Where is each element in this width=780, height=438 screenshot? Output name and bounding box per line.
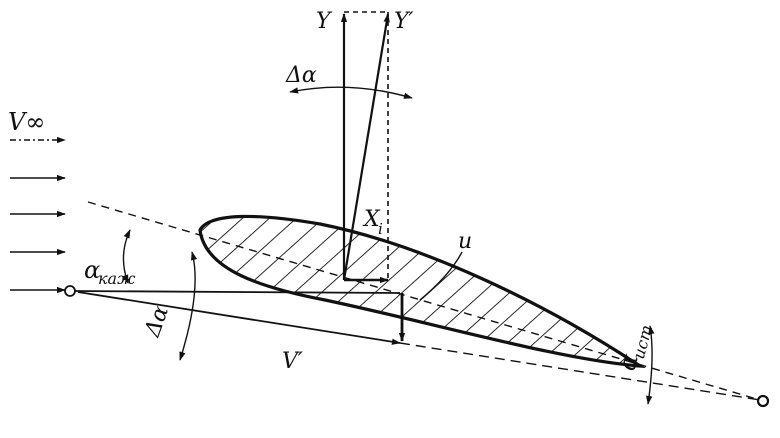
angle-arcs [122,86,655,405]
delta-alpha-left-arc [179,251,198,361]
freestream-label: V∞ [8,108,45,136]
alpha-apparent-subscript: каж [98,269,136,288]
horizontal-axis-line [71,290,401,294]
velocity-resultant-line [77,291,401,345]
alpha-apparent-symbol: α [84,256,100,284]
induced-drag-label: X i [362,207,383,238]
lift-tilted-vector [342,13,390,281]
induced-drag-symbol: X [362,207,381,232]
induced-drag-subscript: i [378,220,383,238]
delta-alpha-left-label: Δα [140,302,174,341]
airfoil-profile [198,214,647,369]
chord-line [87,201,761,401]
velocity-resultant-label: V′ [282,349,303,374]
freestream-arrows [10,136,66,294]
alpha-true-arc [646,325,655,405]
alpha-true-label: α ист [613,323,656,374]
velocity-extension-line [399,342,761,401]
downwash-label: u [458,229,472,254]
leading-point-marker [64,285,76,297]
downwash-leader-line [419,251,463,301]
alpha-apparent-arc [122,229,131,284]
trailing-point-marker [756,394,770,408]
delta-alpha-top-arc [289,86,413,99]
alpha-apparent-label: α каж [84,256,136,288]
delta-alpha-top-label: Δα [285,63,317,88]
reference-lines [71,201,761,401]
force-vectors [340,11,390,284]
alpha-true-symbol: α [613,351,644,374]
lift-label: Y [316,9,333,34]
lift-tilted-label: Y′ [394,9,414,34]
